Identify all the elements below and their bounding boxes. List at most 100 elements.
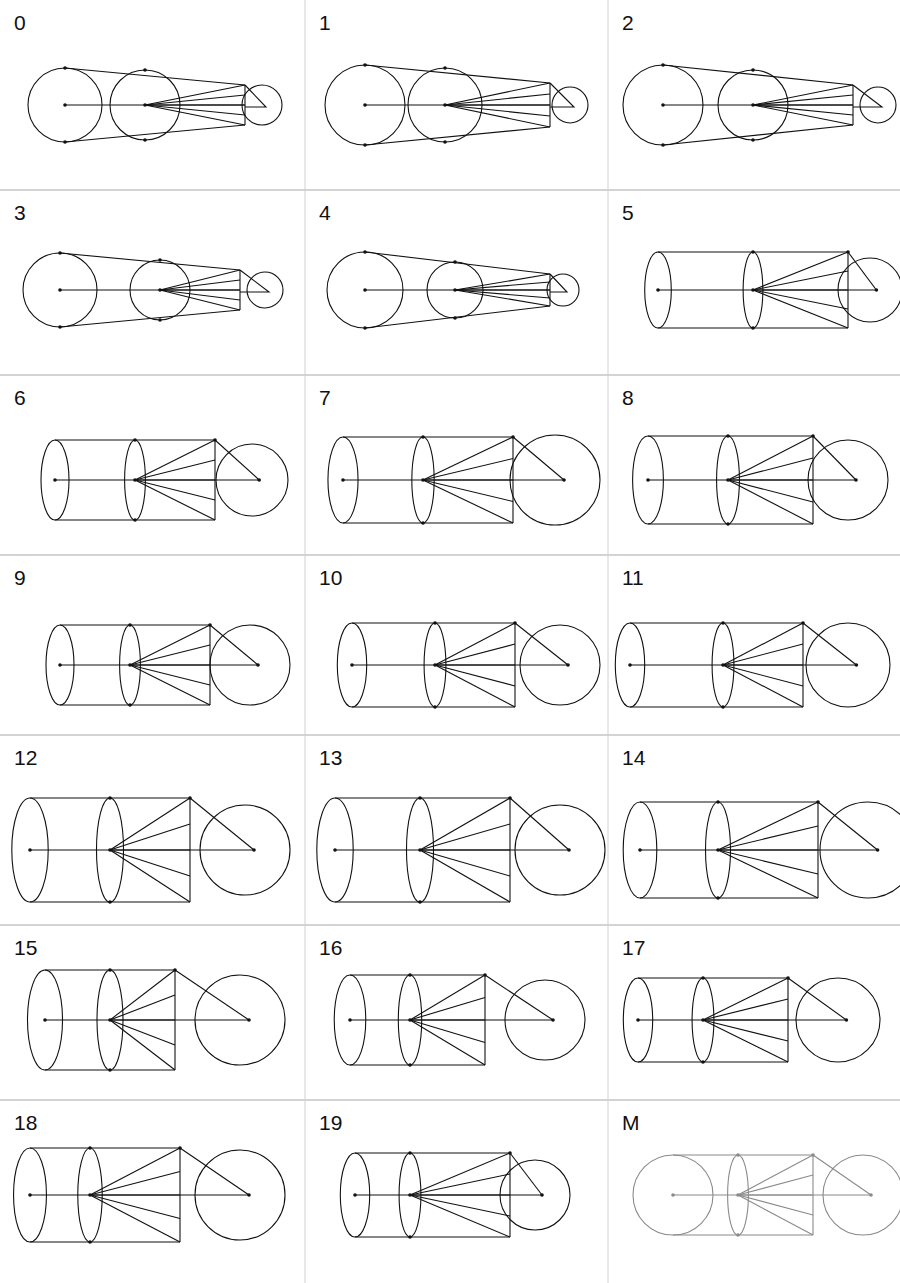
joint-dot (736, 1153, 740, 1157)
axis-line (350, 1019, 553, 1020)
joint-dot (43, 1018, 47, 1022)
fan-line (718, 850, 818, 874)
joint-dot (408, 1151, 412, 1155)
joint-dot (483, 973, 487, 977)
joint-dot (247, 1193, 251, 1197)
head-circle (820, 802, 900, 898)
joint-dot (701, 1060, 705, 1064)
fan-line (110, 849, 190, 850)
axis-line (55, 479, 259, 480)
axis-line (630, 664, 856, 665)
fan-line (410, 1020, 485, 1065)
joint-dot (58, 251, 62, 255)
fan-line (410, 1194, 510, 1195)
joint-dot (128, 663, 132, 667)
fan-line (130, 645, 210, 665)
panel-number: 1 (319, 12, 331, 33)
fan-line (455, 290, 550, 306)
outline-line (638, 1061, 788, 1062)
figure (328, 435, 600, 525)
fan-line (423, 479, 513, 480)
panel-number: 13 (319, 747, 342, 768)
joint-dot (88, 1193, 92, 1197)
joint-dot (721, 621, 725, 625)
joint-dot (628, 663, 632, 667)
fan-line (753, 105, 853, 125)
fan-line (435, 665, 515, 707)
grid-line (0, 555, 900, 556)
fan-line (135, 479, 215, 480)
figure (633, 1153, 900, 1237)
joint-dot (53, 478, 57, 482)
outline-line (648, 523, 813, 524)
joint-dot (433, 663, 437, 667)
outline-line (640, 801, 818, 802)
fan-line (110, 798, 190, 850)
joint-dot (869, 1193, 873, 1197)
head-line (240, 270, 269, 292)
joint-dot (421, 435, 425, 439)
fan-line (723, 665, 803, 707)
figure (317, 796, 605, 904)
fan-line (130, 665, 210, 705)
joint-dot (133, 478, 137, 482)
joint-dot (816, 800, 820, 804)
head-line (513, 437, 564, 480)
axis-line (673, 1194, 871, 1195)
outline-line (663, 65, 853, 85)
outline-line (365, 127, 550, 145)
joint-dot (726, 522, 730, 526)
fan-line (728, 458, 813, 480)
joint-dot (721, 663, 725, 667)
axis-line (658, 289, 876, 290)
panel-number: 6 (14, 387, 26, 408)
fan-line (160, 270, 240, 290)
axis-line (30, 1194, 249, 1195)
fan-line (753, 252, 848, 290)
outline-line (350, 1064, 485, 1065)
figure (645, 250, 900, 330)
head-line (803, 623, 856, 665)
fan-line (90, 1195, 180, 1242)
joint-dot (562, 478, 566, 482)
joint-dot (108, 848, 112, 852)
joint-dot (58, 325, 62, 329)
joint-dot (443, 66, 447, 70)
grid-line (305, 0, 306, 1283)
fan-line (738, 1195, 813, 1215)
outline-line (365, 306, 550, 328)
axis-line (335, 849, 569, 850)
fan-line (723, 644, 803, 665)
joint-dot (443, 140, 447, 144)
fan-line (753, 290, 848, 328)
joint-dot (257, 478, 261, 482)
grid-line (0, 925, 900, 926)
fan-line (145, 85, 245, 105)
joint-dot (208, 623, 212, 627)
outline-line (648, 435, 813, 436)
head-line (180, 1148, 249, 1195)
outline-line (65, 68, 245, 85)
joint-dot (63, 103, 67, 107)
fan-line (420, 850, 510, 876)
fan-line (738, 1194, 813, 1195)
joint-dot (721, 705, 725, 709)
joint-dot (854, 478, 858, 482)
outline-line (355, 1152, 510, 1153)
fan-line (703, 1019, 788, 1020)
fan-line (410, 1174, 510, 1195)
outline-line (335, 797, 510, 798)
joint-dot (143, 138, 147, 142)
joint-dot (353, 1193, 357, 1197)
fan-line (130, 664, 210, 665)
joint-dot (363, 288, 367, 292)
joint-dot (133, 518, 137, 522)
joint-dot (58, 288, 62, 292)
panel-number: 14 (622, 747, 645, 768)
fan-line (423, 480, 513, 502)
figure (12, 796, 290, 904)
figure (14, 1146, 285, 1244)
fan-line (435, 665, 515, 686)
fan-line (145, 105, 245, 115)
